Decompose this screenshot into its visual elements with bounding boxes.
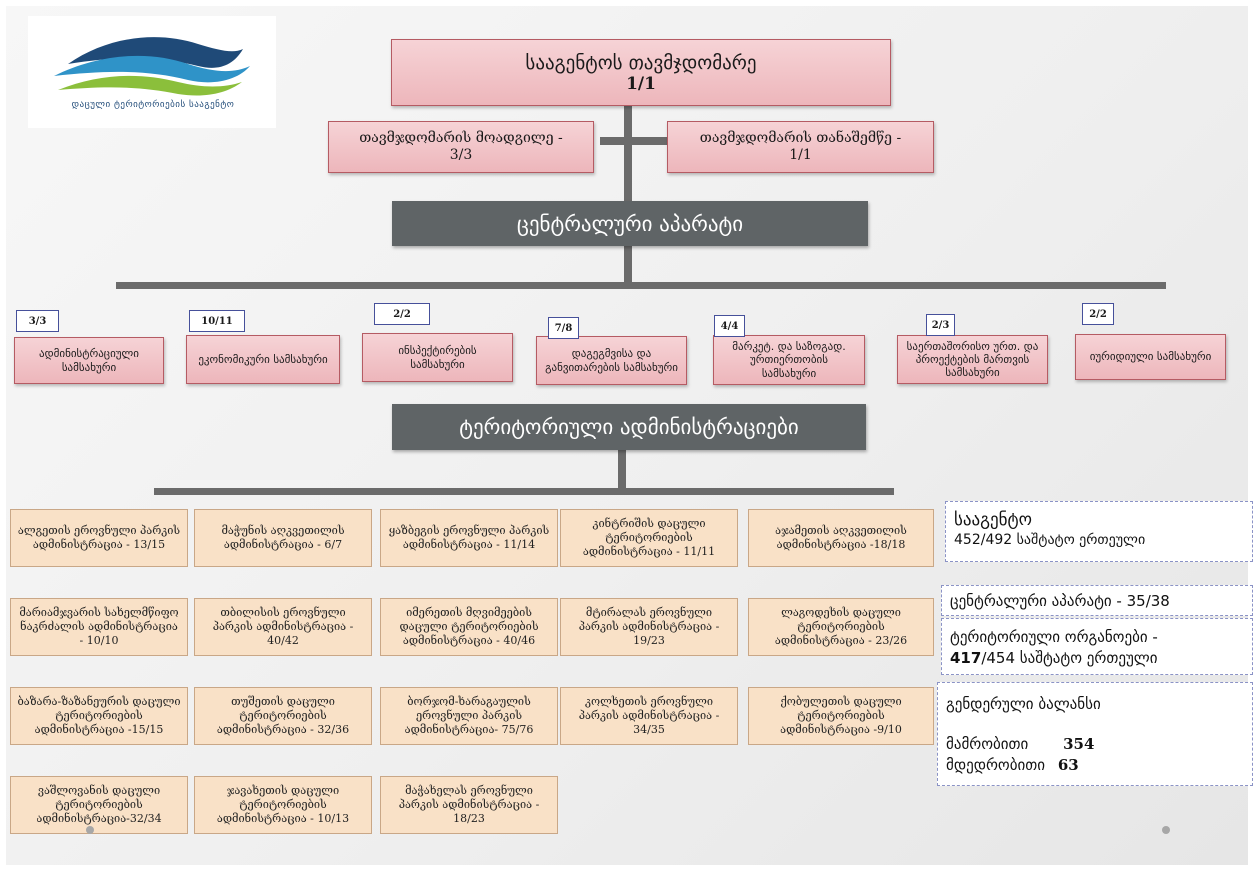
chairman-title: სააგენტოს თავმჯდომარე bbox=[525, 51, 757, 74]
administration-box: ჯავახეთის დაცული ტერიტორიების ადმინისტრა… bbox=[194, 776, 372, 834]
agency-logo: დაცული ტერიტორიების სააგენტო bbox=[28, 16, 276, 128]
central-summary-text: ცენტრალური აპარატი - 35/38 bbox=[950, 591, 1170, 610]
territorial-summary: ტერიტორიული ორგანოები - 417/454 საშტატო … bbox=[941, 618, 1253, 675]
department-staff-badge: 4/4 bbox=[714, 315, 745, 337]
administration-box: მარიამჯვარის სახელმწიფო ნაკრძალის ადმინი… bbox=[10, 598, 188, 656]
administration-box: კოლხეთის ეროვნული პარკის ადმინისტრაცია -… bbox=[560, 687, 738, 745]
territorial-count: 417 bbox=[950, 649, 982, 667]
connector-line bbox=[116, 282, 1166, 289]
department-staff-badge: 10/11 bbox=[189, 310, 245, 332]
administration-box: ბორჯომ-ხარაგაულის ეროვნული პარკის ადმინი… bbox=[380, 687, 558, 745]
connector-line bbox=[624, 246, 632, 286]
chairman-box: სააგენტოს თავმჯდომარე 1/1 bbox=[391, 39, 891, 106]
agency-staff: 452/492 საშტატო ერთეული bbox=[954, 532, 1146, 548]
department-box: მარკეტ. და საზოგად. ურთიერთობის სამსახურ… bbox=[713, 335, 865, 385]
female-row: მდედრობითი 63 bbox=[946, 756, 1244, 774]
connector-line bbox=[600, 137, 670, 145]
department-box: დაგეგმვისა და განვითარების სამსახური bbox=[536, 336, 687, 385]
central-summary: ცენტრალური აპარატი - 35/38 bbox=[941, 585, 1253, 616]
agency-summary: სააგენტო 452/492 საშტატო ერთეული bbox=[945, 501, 1253, 562]
male-row: მამრობითი 354 bbox=[946, 735, 1244, 753]
department-staff-badge: 7/8 bbox=[548, 317, 579, 339]
administration-box: ქობულეთის დაცული ტერიტორიების ადმინისტრა… bbox=[748, 687, 934, 745]
male-label: მამრობითი bbox=[946, 735, 1029, 753]
department-staff-badge: 2/2 bbox=[1082, 303, 1114, 325]
territorial-rest: /454 საშტატო ერთეული bbox=[981, 649, 1158, 667]
gender-title: გენდერული ბალანსი bbox=[946, 695, 1101, 713]
org-chart: დაცული ტერიტორიების სააგენტო სააგენტოს თ… bbox=[6, 6, 1253, 865]
connector-line bbox=[624, 106, 632, 201]
administration-box: იმერეთის მღვიმეების დაცული ტერიტორიების … bbox=[380, 598, 558, 656]
department-staff-badge: 3/3 bbox=[16, 310, 59, 332]
administration-box: ბაზარა-ზაზანეურის დაცული ტერიტორიების ად… bbox=[10, 687, 188, 745]
connector-line bbox=[618, 446, 626, 492]
slide-dot bbox=[86, 826, 94, 834]
department-staff-badge: 2/2 bbox=[374, 303, 430, 325]
administration-box: მტირალას ეროვნული პარკის ადმინისტრაცია -… bbox=[560, 598, 738, 656]
administration-box: ალგეთის ეროვნული პარკის ადმინისტრაცია - … bbox=[10, 509, 188, 567]
connector-line bbox=[154, 488, 894, 495]
gender-balance: გენდერული ბალანსი მამრობითი 354 მდედრობი… bbox=[937, 682, 1253, 786]
female-label: მდედრობითი bbox=[946, 756, 1046, 774]
territorial-administrations-bar: ტერიტორიული ადმინისტრაციები bbox=[392, 404, 866, 450]
central-apparatus-bar: ცენტრალური აპარატი bbox=[392, 201, 868, 246]
department-box: ინსპექტირების სამსახური bbox=[362, 333, 513, 382]
administration-box: თუშეთის დაცული ტერიტორიების ადმინისტრაცი… bbox=[194, 687, 372, 745]
department-box: საერთაშორისო ურთ. და პროექტების მართვის … bbox=[897, 335, 1048, 384]
department-box: ეკონომიკური სამსახური bbox=[186, 335, 340, 384]
administration-box: ყაზბეგის ეროვნული პარკის ადმინისტრაცია -… bbox=[380, 509, 558, 567]
chairman-count: 1/1 bbox=[626, 73, 656, 94]
administration-box: კინტრიშის დაცული ტერიტორიების ადმინისტრა… bbox=[560, 509, 738, 567]
administration-box: მაჭუნის აღკვეთილის ადმინისტრაცია - 6/7 bbox=[194, 509, 372, 567]
administration-box: ლაგოდეხის დაცული ტერიტორიების ადმინისტრა… bbox=[748, 598, 934, 656]
administration-box: აჯამეთის აღკვეთილის ადმინისტრაცია -18/18 bbox=[748, 509, 934, 567]
mountain-logo-icon bbox=[54, 37, 250, 96]
department-box: ადმინისტრაციული სამსახური bbox=[14, 337, 164, 384]
department-staff-badge: 2/3 bbox=[926, 314, 955, 336]
administration-box: მაჭახელას ეროვნული პარკის ადმინისტრაცია … bbox=[380, 776, 558, 834]
logo-caption: დაცული ტერიტორიების სააგენტო bbox=[71, 100, 235, 110]
male-value: 354 bbox=[1063, 735, 1095, 753]
territorial-label: ტერიტორიული ორგანოები - bbox=[950, 628, 1158, 646]
slide-dot bbox=[1162, 826, 1170, 834]
department-box: იურიდიული სამსახური bbox=[1075, 334, 1226, 380]
assistant-box: თავმჯდომარის თანაშემწე - 1/1 bbox=[667, 121, 934, 173]
administration-box: ვაშლოვანის დაცული ტერიტორიების ადმინისტრ… bbox=[10, 776, 188, 834]
agency-title: სააგენტო bbox=[954, 510, 1033, 530]
female-value: 63 bbox=[1057, 756, 1079, 774]
deputy-box: თავმჯდომარის მოადგილე - 3/3 bbox=[328, 121, 594, 173]
territorial-staff: 417/454 საშტატო ერთეული bbox=[950, 649, 1244, 667]
administration-box: თბილისის ეროვნული პარკის ადმინისტრაცია -… bbox=[194, 598, 372, 656]
